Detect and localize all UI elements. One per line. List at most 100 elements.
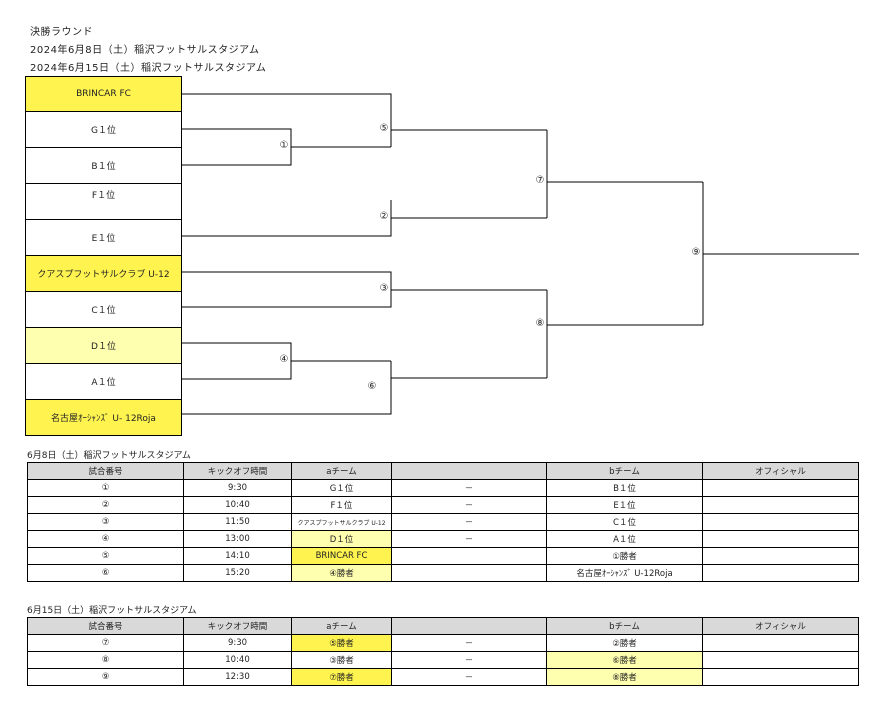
match-number-3: ③ (379, 283, 389, 294)
team-a-cell: BRINCAR FC (291, 547, 392, 565)
team-box: 名古屋ｵｰｼｬﾝｽﾞ U- 12Roja (25, 399, 182, 436)
column-header: オフィシャル (702, 462, 859, 480)
column-header: bチーム (546, 462, 703, 480)
vs-cell (391, 564, 547, 582)
match-number-6: ⑥ (367, 381, 377, 392)
team-b-cell: E１位 (546, 496, 703, 514)
match-number-5: ⑤ (379, 123, 389, 134)
schedule-table-1: 試合番号 キックオフ時間 aチーム bチーム オフィシャル ① 9:30 G１位… (27, 462, 859, 582)
table-row: ① 9:30 G１位 － B１位 (27, 479, 859, 497)
column-header: 試合番号 (27, 617, 184, 635)
official-cell (702, 479, 859, 497)
date-line-2: 2024年6月15日（土）稲沢フットサルスタジアム (30, 63, 267, 74)
table-row: ⑧ 10:40 ③勝者 － ⑥勝者 (27, 651, 859, 669)
team-a-cell: G１位 (291, 479, 392, 497)
match-no-cell: ② (27, 496, 184, 514)
official-cell (702, 513, 859, 531)
match-no-cell: ⑨ (27, 668, 184, 686)
team-b-cell: ⑧勝者 (546, 668, 703, 686)
column-header: キックオフ時間 (183, 617, 292, 635)
team-column: BRINCAR FC G１位 B１位 F１位 E１位 クアスプフットサルクラブ … (25, 76, 182, 436)
vs-cell: － (391, 651, 547, 669)
vs-cell: － (391, 634, 547, 652)
team-box: クアスプフットサルクラブ U-12 (25, 255, 182, 292)
match-number-8: ⑧ (535, 318, 545, 329)
team-a-cell: クアスプフットサルクラブ U-12 (291, 513, 392, 531)
team-a-cell: ④勝者 (291, 564, 392, 582)
official-cell (702, 564, 859, 582)
column-header: キックオフ時間 (183, 462, 292, 480)
official-cell (702, 496, 859, 514)
column-header (391, 617, 547, 635)
vs-cell (391, 547, 547, 565)
match-number-4: ④ (279, 354, 289, 365)
match-no-cell: ④ (27, 530, 184, 548)
team-box: G１位 (25, 111, 182, 148)
team-box: B１位 (25, 147, 182, 184)
schedule-2-title: 6月15日（土）稲沢フットサルスタジアム (27, 606, 197, 616)
vs-cell: － (391, 530, 547, 548)
column-header: 試合番号 (27, 462, 184, 480)
team-b-cell: ①勝者 (546, 547, 703, 565)
vs-cell: － (391, 479, 547, 497)
team-b-cell: 名古屋ｵｰｼｬﾝｽﾞ U-12Roja (546, 564, 703, 582)
bracket-line-6 (182, 361, 392, 415)
official-cell (702, 668, 859, 686)
team-a-cell: ③勝者 (291, 651, 392, 669)
team-a-cell: ⑦勝者 (291, 668, 392, 686)
time-cell: 12:30 (183, 668, 292, 686)
match-number-7: ⑦ (535, 175, 545, 186)
time-cell: 10:40 (183, 496, 292, 514)
team-b-cell: ⑥勝者 (546, 651, 703, 669)
bracket-line-2 (182, 200, 392, 237)
team-box: F１位 (25, 183, 182, 220)
team-b-cell: A１位 (546, 530, 703, 548)
official-cell (702, 547, 859, 565)
time-cell: 10:40 (183, 651, 292, 669)
match-no-cell: ⑤ (27, 547, 184, 565)
schedule-1-title: 6月8日（土）稲沢フットサルスタジアム (27, 451, 191, 461)
team-a-cell: D１位 (291, 530, 392, 548)
vs-cell: － (391, 496, 547, 514)
vs-cell: － (391, 668, 547, 686)
date-line-1: 2024年6月8日（土）稲沢フットサルスタジアム (30, 45, 260, 56)
team-box: BRINCAR FC (25, 76, 182, 112)
match-number-2: ② (379, 211, 389, 222)
match-no-cell: ① (27, 479, 184, 497)
match-no-cell: ⑧ (27, 651, 184, 669)
table-row: ③ 11:50 クアスプフットサルクラブ U-12 － C１位 (27, 513, 859, 531)
time-cell: 9:30 (183, 634, 292, 652)
team-b-cell: C１位 (546, 513, 703, 531)
vs-cell: － (391, 513, 547, 531)
table-row: ② 10:40 F１位 － E１位 (27, 496, 859, 514)
team-box: A１位 (25, 363, 182, 400)
bracket-line-4 (182, 342, 292, 380)
team-box: E１位 (25, 219, 182, 256)
official-cell (702, 634, 859, 652)
table-header-row: 試合番号 キックオフ時間 aチーム bチーム オフィシャル (27, 462, 859, 480)
team-box: D１位 (25, 327, 182, 364)
time-cell: 11:50 (183, 513, 292, 531)
match-no-cell: ⑦ (27, 634, 184, 652)
column-header: bチーム (546, 617, 703, 635)
table-row: ⑦ 9:30 ⑤勝者 － ②勝者 (27, 634, 859, 652)
table-row: ⑥ 15:20 ④勝者 名古屋ｵｰｼｬﾝｽﾞ U-12Roja (27, 564, 859, 582)
bracket-line-5 (182, 93, 392, 147)
table-row: ⑤ 14:10 BRINCAR FC ①勝者 (27, 547, 859, 565)
column-header: オフィシャル (702, 617, 859, 635)
column-header: aチーム (291, 462, 392, 480)
column-header (391, 462, 547, 480)
time-cell: 15:20 (183, 564, 292, 582)
column-header: aチーム (291, 617, 392, 635)
team-box: C１位 (25, 291, 182, 328)
time-cell: 9:30 (183, 479, 292, 497)
match-no-cell: ⑥ (27, 564, 184, 582)
schedule-table-2: 試合番号 キックオフ時間 aチーム bチーム オフィシャル ⑦ 9:30 ⑤勝者… (27, 617, 859, 686)
match-no-cell: ③ (27, 513, 184, 531)
team-b-cell: ②勝者 (546, 634, 703, 652)
team-b-cell: B１位 (546, 479, 703, 497)
official-cell (702, 530, 859, 548)
time-cell: 14:10 (183, 547, 292, 565)
match-number-9: ⑨ (691, 247, 701, 258)
team-a-cell: ⑤勝者 (291, 634, 392, 652)
